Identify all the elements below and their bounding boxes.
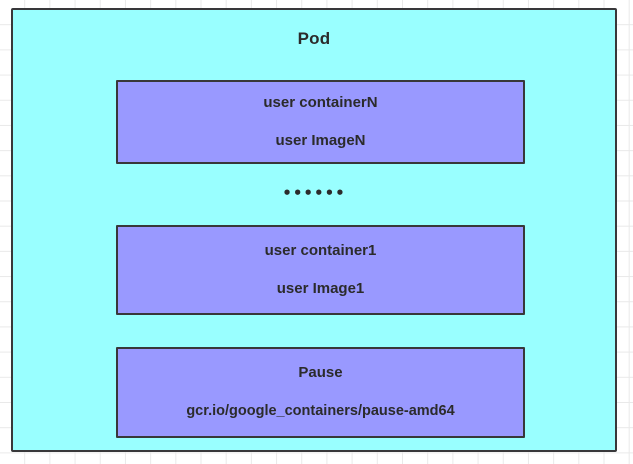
container-box-1: user container1 user Image1: [116, 225, 525, 315]
container-n-name-label: user containerN: [263, 93, 378, 111]
container-box-n: user containerN user ImageN: [116, 80, 525, 164]
container-n-image-label: user ImageN: [275, 132, 366, 149]
container-box-pause: Pause gcr.io/google_containers/pause-amd…: [116, 347, 525, 438]
pod-container-box: Pod user containerN user ImageN •••••• u…: [11, 8, 617, 452]
container-1-name-label: user container1: [264, 241, 377, 259]
ellipsis-indicator: ••••••: [282, 184, 346, 202]
pod-title: Pod: [297, 29, 331, 48]
container-1-image-label: user Image1: [276, 280, 365, 297]
pause-image-label: gcr.io/google_containers/pause-amd64: [186, 402, 455, 419]
pause-name-label: Pause: [298, 364, 343, 382]
